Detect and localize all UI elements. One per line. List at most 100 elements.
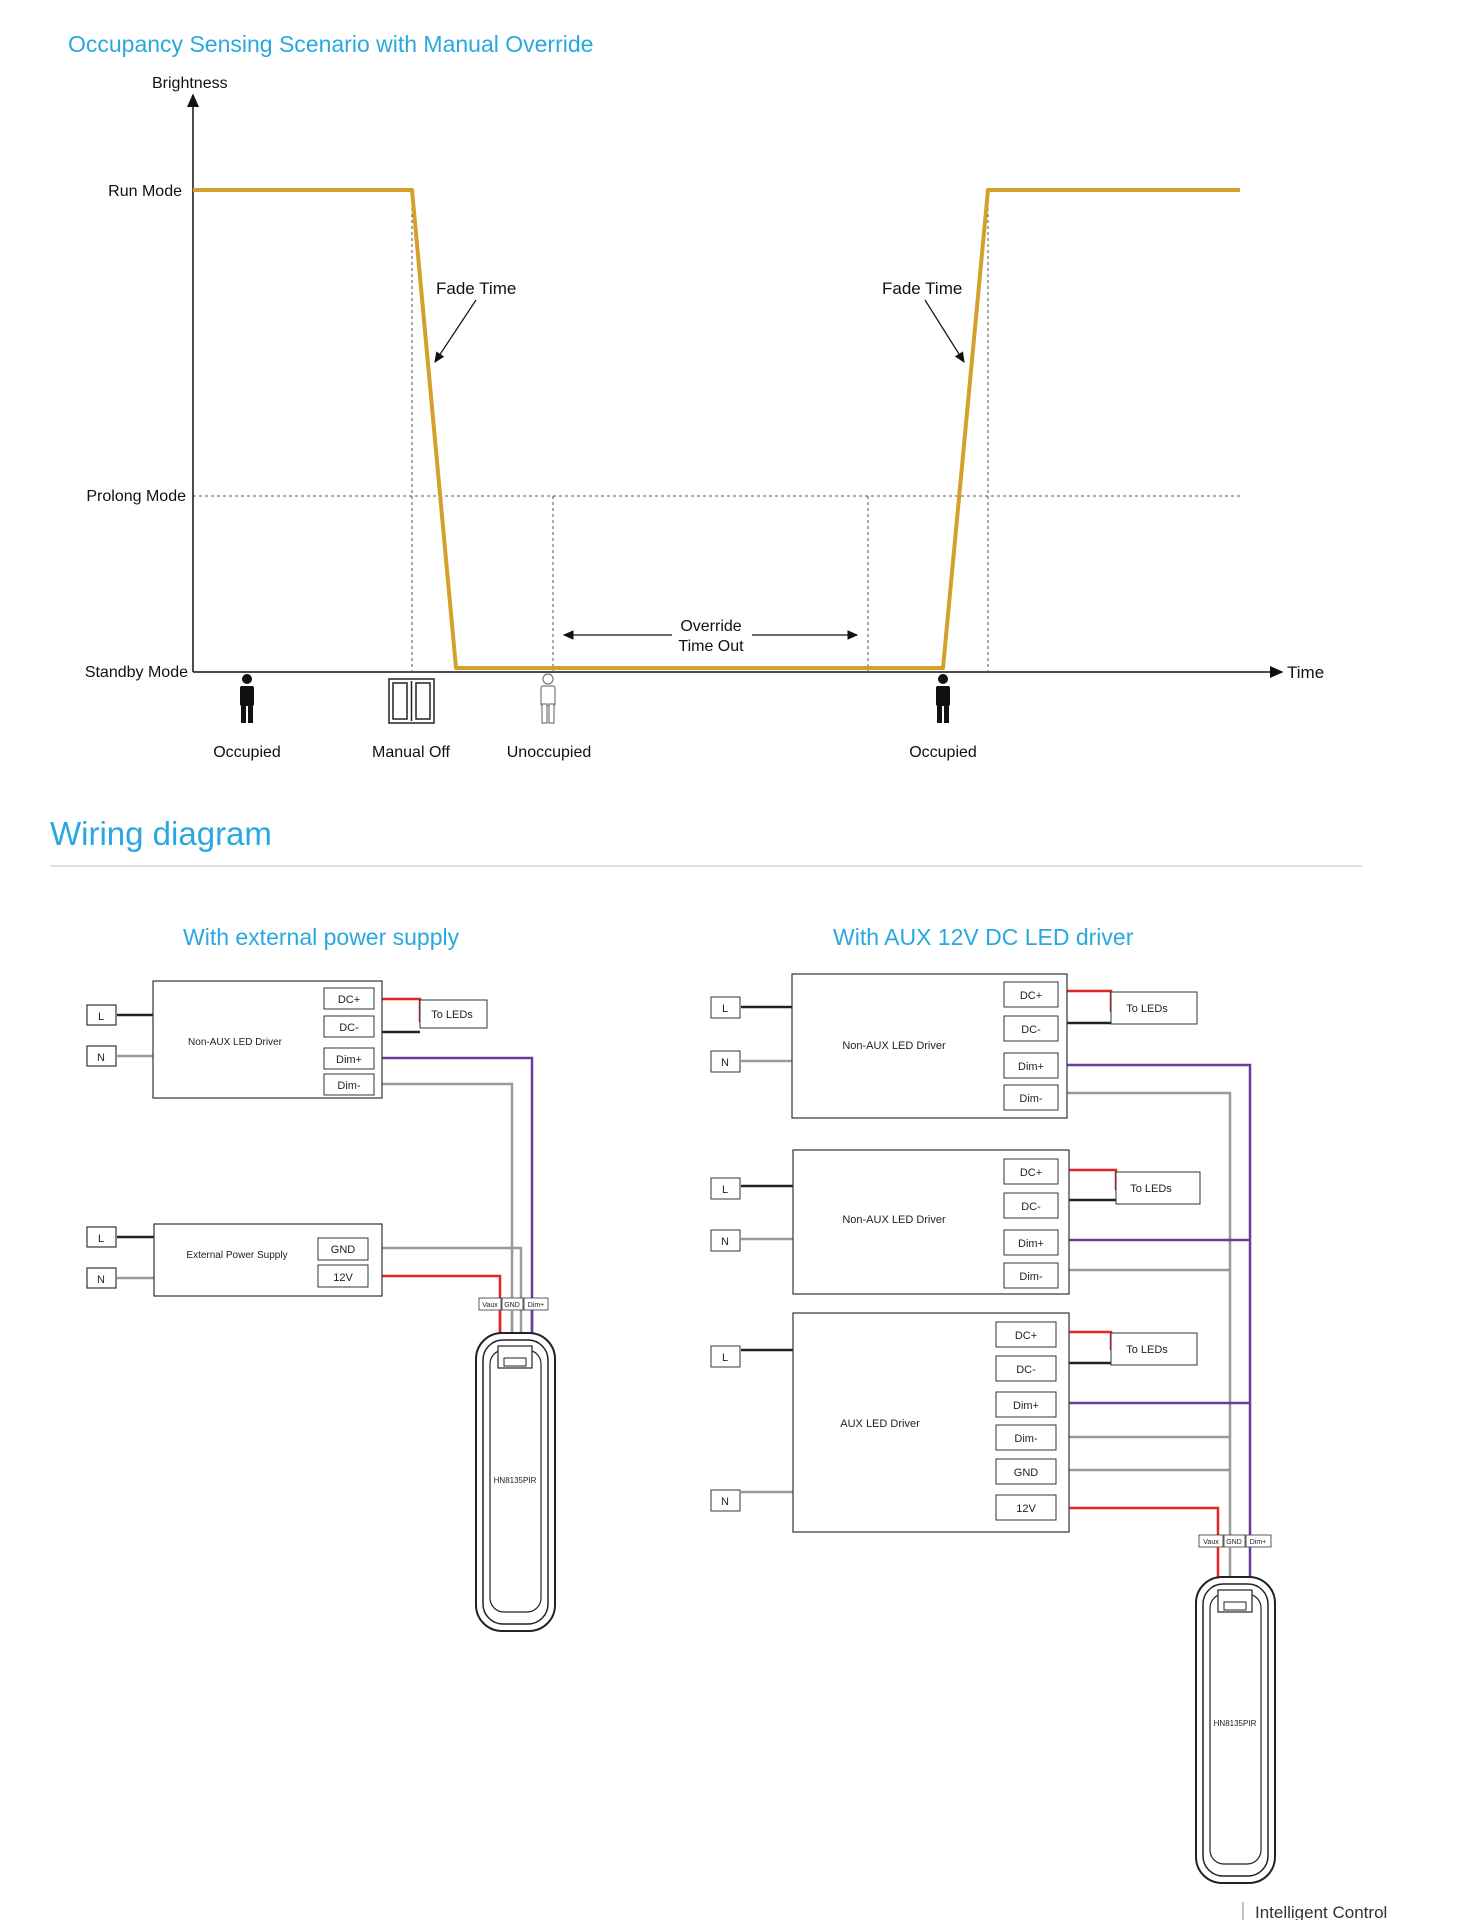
left-psu-l-terminal: L [86,1226,117,1248]
right-d2-dimminus: Dim- [1003,1262,1059,1289]
right-d3-dimplus: Dim+ [995,1391,1057,1418]
override-label-1: Override [680,618,741,635]
right-d2-n-terminal: N [710,1229,741,1252]
svg-text:DC-: DC- [1021,1024,1041,1036]
svg-text:Dim-: Dim- [337,1080,361,1092]
svg-text:Dim+: Dim+ [1018,1238,1044,1250]
svg-text:Vaux: Vaux [482,1302,498,1309]
left-driver-n-terminal: N [86,1045,117,1067]
svg-text:N: N [721,1057,729,1069]
level-prolong-label: Prolong Mode [86,488,186,505]
right-d1-l-terminal: L [710,996,741,1019]
svg-text:L: L [722,1184,728,1196]
svg-text:Dim+: Dim+ [1018,1061,1044,1073]
left-title: With external power supply [183,924,460,950]
svg-text:DC+: DC+ [1020,1167,1042,1179]
left-driver-dimminus: Dim- [323,1073,375,1096]
event-occupied-2: Occupied [909,744,977,761]
right-d3-dcplus: DC+ [995,1321,1057,1348]
right-sensor-label: HN8135PIR [1214,1719,1257,1728]
right-d2-dcplus: DC+ [1003,1158,1059,1185]
svg-text:Dim+: Dim+ [1250,1539,1267,1546]
svg-text:L: L [98,1233,104,1245]
left-sensor-label: HN8135PIR [494,1476,537,1485]
left-sensor-terminals: Vaux GND Dim+ [478,1297,549,1311]
left-psu-12v: 12V [317,1264,369,1288]
svg-text:To LEDs: To LEDs [1126,1003,1168,1015]
right-wires [741,989,1252,1544]
event-manual-off: Manual Off [372,744,451,761]
right-d3-dcminus: DC- [995,1355,1057,1382]
right-d3-gnd: GND [995,1458,1057,1485]
wiring-heading: Wiring diagram [50,815,272,852]
left-driver-l-terminal: L [86,1004,117,1026]
event-unoccupied: Unoccupied [507,744,592,761]
right-d1-dcplus: DC+ [1003,981,1059,1008]
right-d2-dcminus: DC- [1003,1192,1059,1219]
svg-text:DC-: DC- [339,1022,359,1034]
svg-text:Dim-: Dim- [1014,1433,1038,1445]
left-driver-dcplus: DC+ [323,987,375,1010]
fade-time-arrow-2 [924,299,965,364]
level-standby-label: Standby Mode [85,664,188,681]
left-driver-label: Non-AUX LED Driver [188,1037,283,1048]
right-d3-12v: 12V [995,1494,1057,1521]
left-to-leds: To LEDs [419,999,488,1029]
left-psu-n-terminal: N [86,1267,117,1289]
svg-text:12V: 12V [1016,1503,1036,1515]
fade-time-label-2: Fade Time [882,279,962,298]
svg-text:Dim+: Dim+ [528,1302,545,1309]
svg-text:DC-: DC- [1021,1201,1041,1213]
guide-lines [193,190,1240,672]
right-d3-dimminus: Dim- [995,1424,1057,1451]
fade-time-label-1: Fade Time [436,279,516,298]
manual-switch-icon [388,678,435,724]
svg-text:N: N [721,1236,729,1248]
svg-text:Dim+: Dim+ [1013,1400,1039,1412]
svg-text:To LEDs: To LEDs [1130,1183,1172,1195]
right-d3-n-terminal: N [710,1489,741,1512]
left-driver-dimplus: Dim+ [323,1047,375,1070]
x-axis-label: Time [1287,663,1324,682]
svg-text:GND: GND [1226,1539,1242,1546]
right-d3-to-leds: To LEDs [1110,1332,1198,1366]
svg-text:N: N [97,1052,105,1064]
svg-text:L: L [98,1011,104,1023]
left-psu-gnd: GND [317,1237,369,1261]
svg-text:GND: GND [1014,1467,1039,1479]
fade-time-arrow-1 [434,299,477,364]
right-driver2-label: Non-AUX LED Driver [842,1214,946,1226]
y-axis-label: Brightness [152,75,228,92]
svg-text:GND: GND [504,1302,520,1309]
right-d1-dcminus: DC- [1003,1015,1059,1042]
svg-text:DC-: DC- [1016,1364,1036,1376]
svg-text:DC+: DC+ [1015,1330,1037,1342]
right-d1-to-leds: To LEDs [1110,991,1198,1025]
svg-text:To LEDs: To LEDs [431,1009,473,1021]
person-occupied-icon [240,674,254,723]
right-title: With AUX 12V DC LED driver [833,924,1134,950]
right-driver3-label: AUX LED Driver [840,1418,920,1430]
brightness-curve [193,188,1240,670]
svg-text:Dim+: Dim+ [336,1054,362,1066]
svg-text:N: N [97,1274,105,1286]
svg-text:GND: GND [331,1244,356,1256]
right-d2-to-leds: To LEDs [1115,1171,1201,1205]
footer-text: Intelligent Control [1255,1903,1387,1920]
right-d1-dimminus: Dim- [1003,1084,1059,1111]
person-unoccupied-icon [540,673,556,724]
svg-text:DC+: DC+ [338,994,360,1006]
svg-text:To LEDs: To LEDs [1126,1344,1168,1356]
scenario-title: Occupancy Sensing Scenario with Manual O… [68,31,593,57]
override-label-2: Time Out [678,638,744,655]
svg-text:DC+: DC+ [1020,990,1042,1002]
svg-text:Dim-: Dim- [1019,1093,1043,1105]
svg-text:12V: 12V [333,1272,353,1284]
right-d1-n-terminal: N [710,1050,741,1073]
right-d3-l-terminal: L [710,1345,741,1368]
left-driver-dcminus: DC- [323,1015,375,1038]
right-d2-l-terminal: L [710,1177,741,1200]
right-d2-dimplus: Dim+ [1003,1229,1059,1256]
svg-text:N: N [721,1496,729,1508]
svg-text:Dim-: Dim- [1019,1271,1043,1283]
